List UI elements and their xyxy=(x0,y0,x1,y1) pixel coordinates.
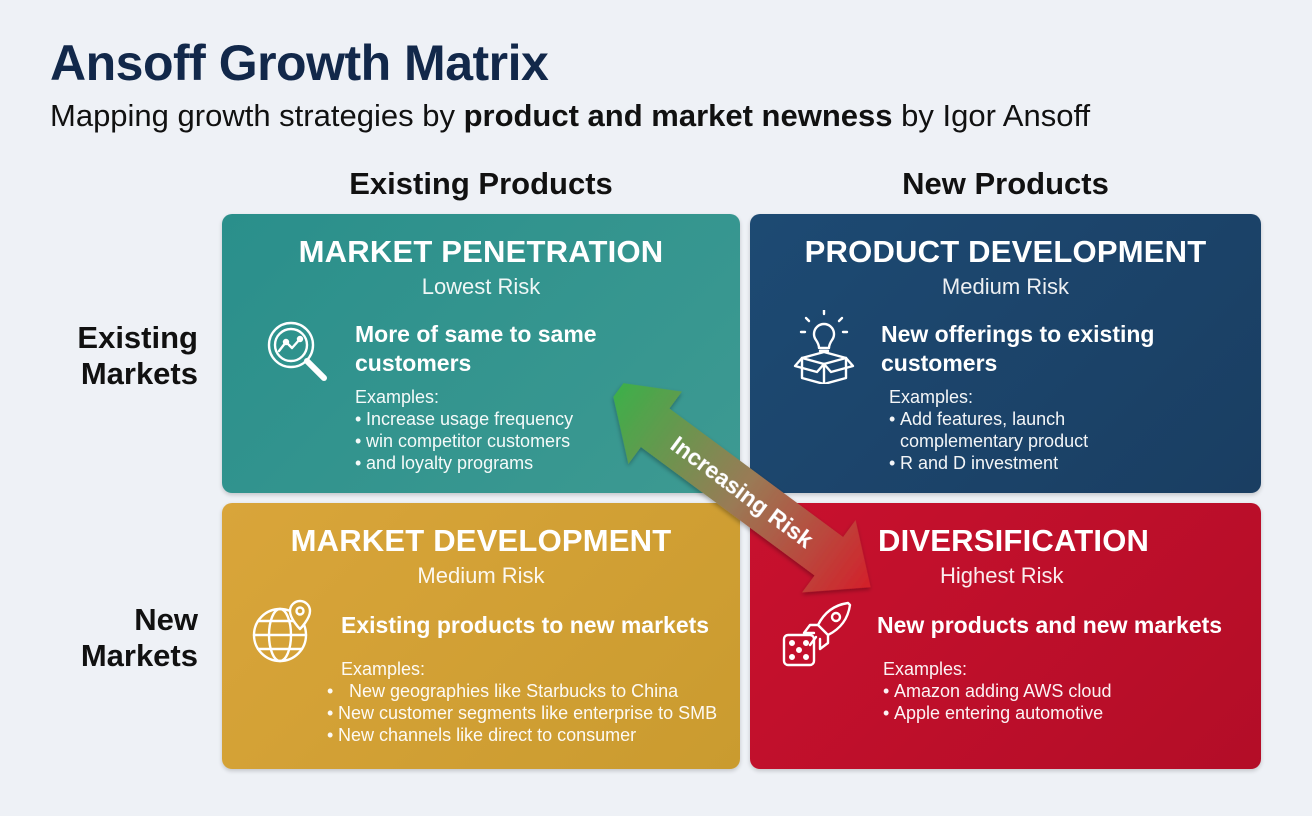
quadrant-heading: New products and new markets xyxy=(877,612,1223,638)
examples-label: Examples: xyxy=(355,387,440,407)
quadrant-risk: Lowest Risk xyxy=(421,274,541,299)
row-header-line: Markets xyxy=(80,356,198,391)
quadrant-risk: Medium Risk xyxy=(941,274,1070,299)
subtitle-suffix: by Igor Ansoff xyxy=(892,98,1091,133)
quadrant-diversification: DIVERSIFICATION Highest Risk New product… xyxy=(750,503,1261,769)
examples-label: Examples: xyxy=(883,659,968,679)
row-header-existing-markets: Existing Markets xyxy=(0,320,198,392)
example-item: Add features, launch complementary produ… xyxy=(889,408,1119,452)
page-subtitle: Mapping growth strategies by product and… xyxy=(50,98,1090,134)
quadrant-heading: Existing products to new markets xyxy=(341,612,710,638)
quadrant-title: MARKET DEVELOPMENT xyxy=(290,523,672,558)
rocket-dice-icon xyxy=(782,601,854,674)
example-item: win competitor customers xyxy=(355,430,715,452)
quadrant-heading: New offerings to existing customers xyxy=(881,321,1155,376)
quadrant-heading: More of same to same customers xyxy=(355,321,597,376)
page-title: Ansoff Growth Matrix xyxy=(50,35,549,91)
quadrant-examples: Examples: New geographies like Starbucks… xyxy=(327,658,727,746)
example-item: New geographies like Starbucks to China xyxy=(327,680,727,702)
quadrant-risk: Highest Risk xyxy=(940,563,1064,588)
subtitle-emphasis: product and market newness xyxy=(463,98,893,133)
quadrant-title: MARKET PENETRATION xyxy=(298,234,664,269)
row-header-new-markets: New Markets xyxy=(0,602,198,674)
subtitle-prefix: Mapping growth strategies by xyxy=(50,98,464,133)
magnifier-chart-icon xyxy=(264,318,330,389)
example-item: Apple entering automotive xyxy=(883,702,1183,724)
example-item: R and D investment xyxy=(889,452,1119,474)
quadrant-product-development: PRODUCT DEVELOPMENT Medium Risk New offe… xyxy=(750,214,1261,493)
example-item: New channels like direct to consumer xyxy=(327,724,727,746)
example-item: New customer segments like enterprise to… xyxy=(327,702,727,724)
quadrant-examples: Examples: Increase usage frequency win c… xyxy=(355,386,715,474)
globe-pin-icon xyxy=(252,599,318,670)
quadrant-market-development: MARKET DEVELOPMENT Medium Risk Existing … xyxy=(222,503,740,769)
column-header-new-products: New Products xyxy=(902,166,1109,201)
quadrant-examples: Examples: Amazon adding AWS cloud Apple … xyxy=(883,658,1183,724)
row-header-line: Existing xyxy=(77,320,198,355)
example-item: and loyalty programs xyxy=(355,452,715,474)
example-item: Increase usage frequency xyxy=(355,408,715,430)
quadrant-title: PRODUCT DEVELOPMENT xyxy=(804,234,1207,269)
example-item: Amazon adding AWS cloud xyxy=(883,680,1183,702)
quadrant-risk: Medium Risk xyxy=(417,563,545,588)
lightbulb-box-icon xyxy=(792,308,856,389)
quadrant-market-penetration: MARKET PENETRATION Lowest Risk More of s… xyxy=(222,214,740,493)
row-header-line: New xyxy=(134,602,198,637)
column-header-existing-products: Existing Products xyxy=(349,166,613,201)
quadrant-examples: Examples: Add features, launch complemen… xyxy=(889,386,1119,474)
examples-label: Examples: xyxy=(341,659,426,679)
examples-label: Examples: xyxy=(889,387,974,407)
quadrant-title: DIVERSIFICATION xyxy=(878,523,1150,558)
row-header-line: Markets xyxy=(80,638,198,673)
